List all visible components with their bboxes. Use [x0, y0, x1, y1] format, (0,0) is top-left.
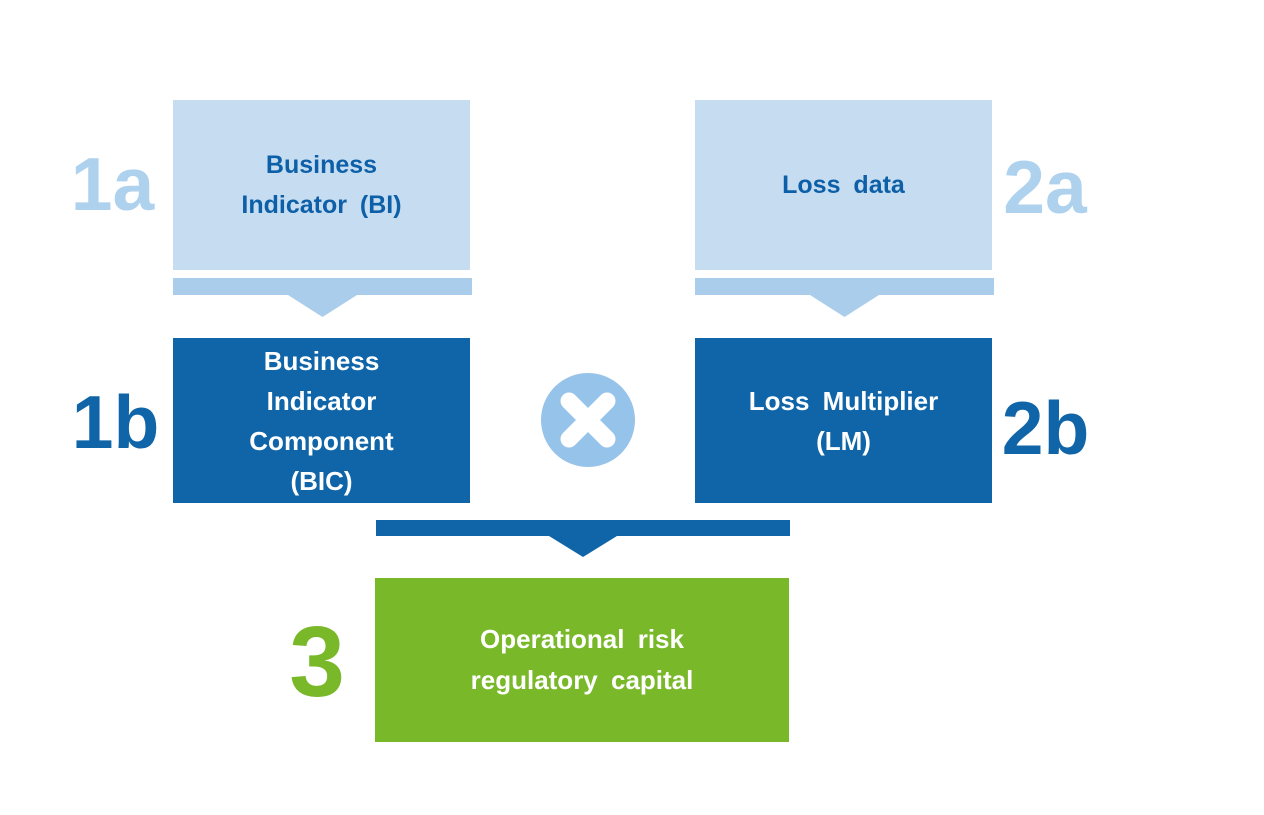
multiply-icon — [560, 392, 616, 448]
badge-2a: 2a — [1003, 144, 1087, 229]
node-business-indicator-line1: Business — [265, 151, 378, 179]
node-bic: Business Indicator Component (BIC) — [173, 338, 470, 503]
node-loss-multiplier-line2: (LM) — [816, 425, 871, 456]
down-arrow-bi-to-bic — [173, 278, 472, 318]
node-operational-risk-capital-line2: regulatory capital — [470, 665, 694, 695]
multiply-operator — [541, 373, 635, 467]
node-operational-risk-capital-line1: Operational risk — [480, 624, 684, 654]
down-arrow-to-capital — [376, 520, 790, 558]
node-bic-line2: Indicator — [266, 385, 377, 416]
badge-1a: 1a — [70, 141, 155, 226]
node-bic-line1: Business — [263, 345, 380, 376]
node-loss-data: Loss data — [695, 100, 992, 270]
node-operational-risk-capital: Operational risk regulatory capital — [375, 578, 789, 742]
node-loss-multiplier: Loss Multiplier (LM) — [695, 338, 992, 503]
badge-1b: 1b — [71, 379, 160, 464]
node-business-indicator: Business Indicator (BI) — [173, 100, 470, 270]
node-business-indicator-line2: Indicator (BI) — [241, 191, 402, 219]
badge-2b: 2b — [1001, 385, 1090, 470]
node-loss-multiplier-line1: Loss Multiplier — [748, 385, 939, 416]
node-bic-line3: Component — [249, 425, 394, 456]
node-bic-line4: (BIC) — [290, 465, 353, 496]
badge-3: 3 — [289, 606, 345, 718]
node-loss-data-line1: Loss data — [782, 171, 905, 199]
down-arrow-loss-to-lm — [695, 278, 994, 318]
